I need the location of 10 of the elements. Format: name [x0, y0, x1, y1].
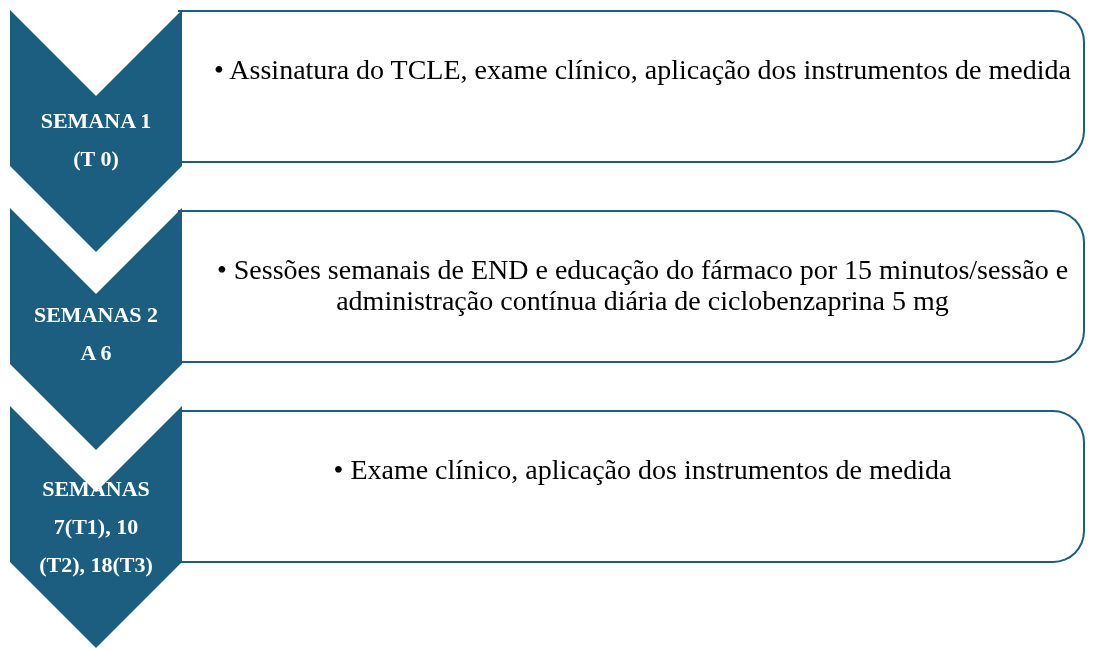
- activity-text: • Assinatura do TCLE, exame clínico, aplicação dos instrumentos de medida: [214, 54, 1071, 85]
- week-label: SEMANAS 2 A 6: [33, 302, 159, 365]
- chevron-shape: [10, 208, 182, 450]
- chevron-shape: [10, 406, 182, 648]
- activity-text: • Sessões semanais de END e educação do fármaco por 15 minutos/sessão e administração contínua diária de ciclobenzaprina 5 mg: [215, 254, 1070, 316]
- activity-panel: [178, 10, 1085, 163]
- activity-text: • Exame clínico, aplicação dos instrumentos de medida: [333, 454, 952, 485]
- week-label: SEMANA 1 (T 0): [40, 108, 152, 171]
- chevron-shape: [10, 10, 182, 252]
- activity-panel: [178, 210, 1085, 363]
